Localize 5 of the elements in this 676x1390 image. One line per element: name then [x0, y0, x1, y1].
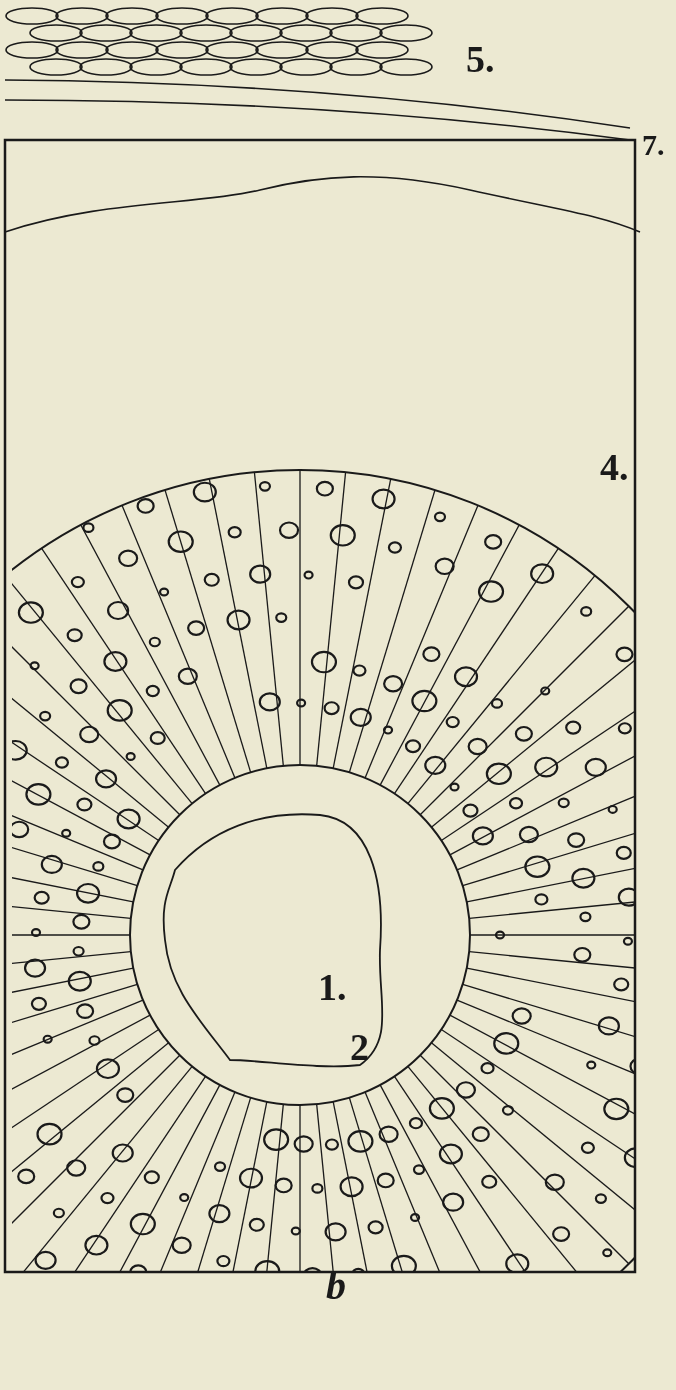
callout-number: 2	[350, 1028, 369, 1066]
callout-number: 1.	[318, 968, 347, 1006]
callout-number: 4.	[600, 448, 629, 486]
callout-number: 5.	[466, 40, 495, 78]
callout-number: 7.	[642, 130, 665, 160]
